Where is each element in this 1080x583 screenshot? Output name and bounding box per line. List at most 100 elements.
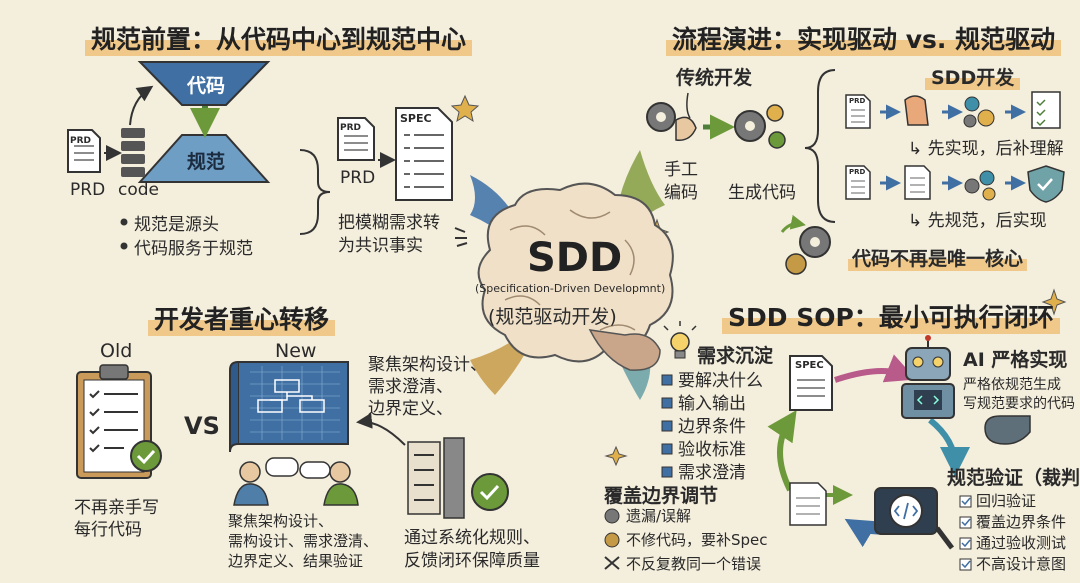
spec-document-icon <box>904 165 931 200</box>
feedback-line1: 通过系统化规则、 <box>404 528 540 548</box>
gear-icon <box>604 508 620 524</box>
coverage-title: 覆盖边界调节 <box>604 485 719 507</box>
verify-item-4: 不高设计意图 <box>976 555 1067 573</box>
manual-coding-line1: 手工 <box>664 160 698 180</box>
gear-icon <box>964 170 996 201</box>
req-item-4: 验收标准 <box>678 440 746 460</box>
section-title-sdd-sop: SDD SOP：最小可执行闭环 <box>722 298 1060 334</box>
center-sdd-subtitle: (Specification-Driven Developmnt) <box>475 282 666 295</box>
bullet-code-serves-spec: 代码服务于规范 <box>134 239 253 259</box>
focus-bottom-line3: 边界定义、结果验证 <box>228 552 364 570</box>
verify-item-2: 覆盖边界条件 <box>976 513 1067 531</box>
prd-doc-text: PRD <box>70 136 91 146</box>
new-label: New <box>275 340 317 362</box>
row1-prd-text: PRD <box>849 97 866 105</box>
lightbulb-icon <box>663 321 697 359</box>
focus-bottom-line1: 聚焦架构设计、 <box>228 512 334 530</box>
prd-document-icon <box>845 165 871 200</box>
verify-title: 规范验证（裁判） <box>947 467 1080 489</box>
prd-document-icon <box>67 129 101 173</box>
req-item-2: 输入输出 <box>678 394 746 414</box>
focus-top-line3: 边界定义、 <box>368 399 453 419</box>
brain-small-icon <box>604 532 620 548</box>
shield-check-icon <box>1027 165 1065 203</box>
robot-icon <box>901 335 955 419</box>
focus-bottom-line2: 需构设计、需求澄清、 <box>228 532 379 550</box>
clipboard-checklist-icon <box>76 364 162 479</box>
tools-icon <box>604 556 620 570</box>
old-caption-line1: 不再亲手写 <box>74 498 159 518</box>
spec-document-icon <box>395 107 453 201</box>
row2-note: ↳ 先规范，后实现 <box>908 211 1047 231</box>
feedback-line2: 反馈闭环保障质量 <box>404 551 540 571</box>
manual-coding-line2: 编码 <box>664 183 698 203</box>
focus-top-line1: 聚焦架构设计、 <box>368 355 487 375</box>
prd-caption: PRD <box>70 180 106 200</box>
note-line-2: 为共识事实 <box>338 236 423 256</box>
vs-label: VS <box>184 412 220 440</box>
brace-top-right <box>804 69 836 223</box>
section-title-developer-focus: 开发者重心转移 <box>148 300 336 336</box>
coverage-item-2: 不修代码，要补Spec <box>626 531 768 549</box>
prd2-doc-text: PRD <box>340 123 361 133</box>
hand-icon <box>675 116 697 141</box>
gear-cluster-icon <box>780 214 831 275</box>
brain-outline <box>477 182 674 363</box>
req-item-1: 要解决什么 <box>678 371 763 391</box>
center-sdd-title: SDD <box>527 235 623 281</box>
row2-prd-text: PRD <box>849 168 866 176</box>
prd2-caption: PRD <box>340 168 376 188</box>
sop-spec-text: SPEC <box>795 360 824 371</box>
people-discussion-icon <box>233 457 359 506</box>
gear-cluster-icon <box>734 104 786 149</box>
code-caption: code <box>118 180 159 200</box>
old-caption-line2: 每行代码 <box>74 520 142 540</box>
code-magnifier-icon <box>874 487 954 550</box>
ai-desc-1: 严格依规范生成 <box>963 377 1061 393</box>
funnel-bottom-label: 规范 <box>187 151 226 173</box>
section-title-process-evolution: 流程演进：实现驱动 vs. 规范驱动 <box>666 20 1062 56</box>
spec-stack-icon <box>789 482 827 526</box>
emphasis-marks <box>454 227 468 247</box>
checklist-icon <box>1031 91 1061 129</box>
prd-document-icon <box>845 94 871 129</box>
note-line-1: 把模糊需求转 <box>338 213 440 233</box>
focus-top-line2: 需求澄清、 <box>368 377 453 397</box>
old-label: Old <box>100 340 133 362</box>
spec-doc-text: SPEC <box>400 112 432 125</box>
coverage-item-3: 不反复教同一个错误 <box>626 555 762 573</box>
section-title-spec-first: 规范前置：从代码中心到规范中心 <box>85 20 473 56</box>
blueprint-icon <box>229 361 349 453</box>
generate-code-label: 生成代码 <box>728 183 796 203</box>
ai-desc-2: 写规范要求的代码 <box>963 396 1075 412</box>
brace-top-left <box>299 149 331 235</box>
hand-icon <box>904 95 929 126</box>
cerebellum <box>588 329 661 371</box>
star-icon <box>450 94 480 123</box>
req-item-3: 边界条件 <box>678 417 746 437</box>
traditional-dev-label: 传统开发 <box>676 67 753 89</box>
req-item-5: 需求澄清 <box>678 463 746 483</box>
ai-title: AI 严格实现 <box>963 349 1068 371</box>
core-note: 代码不再是唯一核心 <box>848 244 1028 271</box>
row1-note: ↳ 先实现，后补理解 <box>908 139 1064 159</box>
coverage-item-1: 遗漏/误解 <box>626 507 692 525</box>
verify-item-1: 回归验证 <box>976 492 1037 510</box>
rules-checklist-icon <box>407 437 509 519</box>
center-sdd-cn: (规范驱动开发) <box>488 306 617 328</box>
sdd-dev-label: SDD开发 <box>925 63 1021 90</box>
bullet-spec-source: 规范是源头 <box>134 215 219 235</box>
gear-icon <box>963 96 995 128</box>
funnel-top-label: 代码 <box>187 75 226 97</box>
whistle-icon <box>984 415 1031 445</box>
verify-item-3: 通过验收测试 <box>976 534 1067 552</box>
gear-icon <box>646 102 676 132</box>
funnel-top-shape <box>137 61 271 106</box>
sparkle-icon <box>604 445 628 467</box>
code-block-icon <box>121 128 145 138</box>
